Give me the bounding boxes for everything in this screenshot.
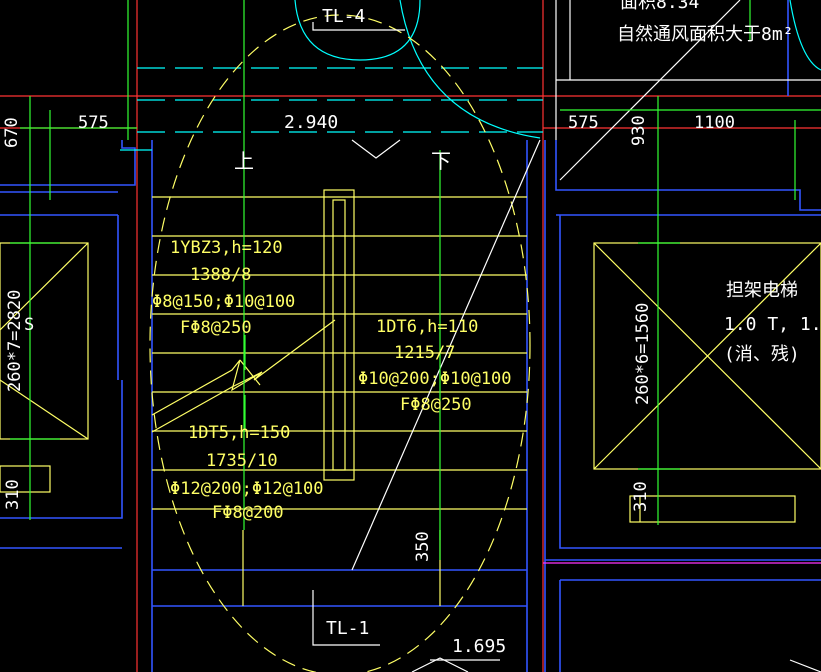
white-lines <box>312 0 821 672</box>
area-value: 面积8.34 <box>620 0 699 13</box>
labels: TL-4 TL-1 2.940 1.695 上 下 面积8.34 自然通风面积大… <box>234 0 821 657</box>
dt6-span: 1215/7 <box>394 343 455 363</box>
rebar-1dt5: 1DT5,h=150 1735/10 Φ12@200;Φ12@100 FΦ8@2… <box>170 423 324 523</box>
vent-note: 自然通风面积大于8m² <box>617 24 794 45</box>
ybz3-span: 1388/8 <box>190 265 251 285</box>
stair-ellipse <box>149 14 531 672</box>
dt6-main: Φ10@200;Φ10@100 <box>358 369 512 389</box>
elevation-top: 2.940 <box>284 112 338 133</box>
ybz3-dist: FΦ8@250 <box>180 318 252 338</box>
dim-1100: 1100 <box>694 113 735 133</box>
dimensions: 575 575 1100 670 930 260*7=2820 260*6=15… <box>2 113 735 562</box>
dt5-main: Φ12@200;Φ12@100 <box>170 479 324 499</box>
dim-575-right: 575 <box>568 113 599 133</box>
dim-930: 930 <box>629 115 649 146</box>
dim-670: 670 <box>2 117 22 148</box>
rebar-1ybz3: 1YBZ3,h=120 1388/8 Φ8@150;Φ10@100 FΦ8@25… <box>152 238 295 338</box>
dim-575-left: 575 <box>78 113 109 133</box>
elevator-use: (消、残) <box>724 344 800 365</box>
dim-2820: 260*7=2820 <box>5 290 25 392</box>
dt6-name: 1DT6,h=110 <box>376 317 478 337</box>
dt6-dist: FΦ8@250 <box>400 395 472 415</box>
down-label: 下 <box>431 149 451 173</box>
stair-treads <box>0 189 796 606</box>
s-mark: S <box>24 315 34 335</box>
rebar-1dt6: 1DT6,h=110 1215/7 Φ10@200;Φ10@100 FΦ8@25… <box>358 317 512 415</box>
dim-1560: 260*6=1560 <box>633 303 653 405</box>
dt5-span: 1735/10 <box>206 451 278 471</box>
cyan-elements <box>120 0 821 151</box>
elevation-bottom: 1.695 <box>452 636 506 657</box>
elevator-title: 担架电梯 <box>726 280 798 301</box>
green-guides <box>10 0 821 560</box>
dt5-dist: FΦ8@200 <box>212 503 284 523</box>
dt5-name: 1DT5,h=150 <box>188 423 290 443</box>
dim-310-right: 310 <box>631 481 651 512</box>
up-label: 上 <box>234 149 254 173</box>
tl4-label: TL-4 <box>322 6 365 27</box>
ybz3-main: Φ8@150;Φ10@100 <box>152 292 295 312</box>
dim-310-left: 310 <box>3 479 23 510</box>
elevator-shaft-right <box>593 242 821 470</box>
dim-350: 350 <box>413 531 433 562</box>
tl1-label: TL-1 <box>326 618 369 639</box>
elevator-spec: 1.0 T, 1.75 <box>724 314 821 335</box>
ybz3-name: 1YBZ3,h=120 <box>170 238 283 258</box>
